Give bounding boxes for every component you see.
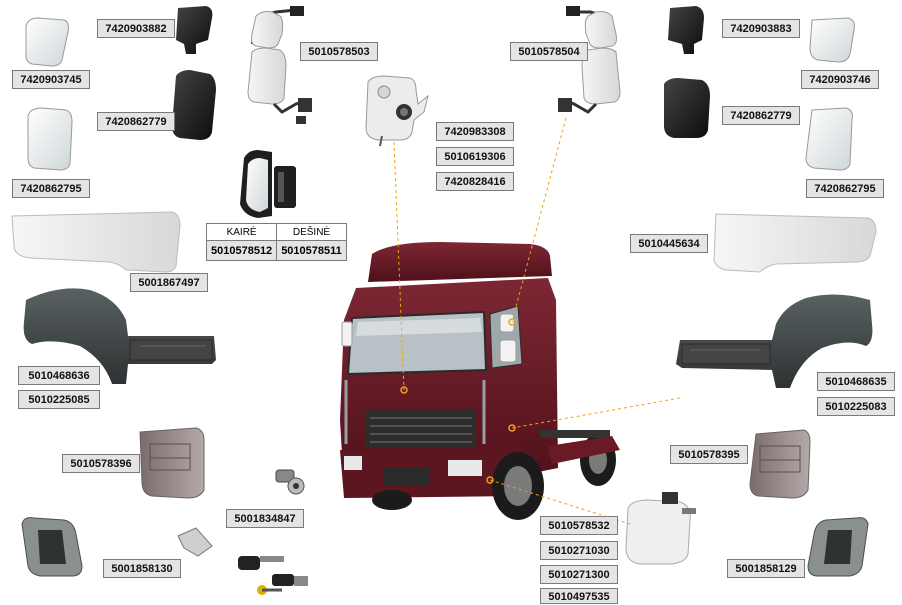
part-number-label: 5010445634 [630, 234, 708, 253]
part-number-label: 7420903746 [801, 70, 879, 89]
mirror-glass-icon [25, 17, 69, 67]
left-side-header: KAIRĖ [205, 223, 278, 241]
part-number-label: 5010578504 [510, 42, 588, 61]
part-number-label: 5010578395 [670, 445, 748, 464]
mirror-glass-icon [27, 107, 73, 171]
part-number-label: 5010578503 [300, 42, 378, 61]
part-number-label: 5001858129 [727, 559, 805, 578]
part-number-label: 5010271030 [540, 541, 618, 560]
part-number-label: 5001858130 [103, 559, 181, 578]
key-lock-set-icon [238, 556, 308, 595]
door-handle-icon [21, 517, 83, 577]
mirror-icon [176, 6, 213, 54]
step-fender-icon [676, 294, 873, 388]
part-number-label: 5010271300 [540, 565, 618, 584]
wide-angle-mirror-icon [240, 150, 296, 218]
part-number-label: 5010225083 [817, 397, 895, 416]
part-number-label: 7420862779 [722, 106, 800, 125]
left-right-part-table: KAIRĖ DEŠINĖ 5010578512 5010578511 [205, 223, 347, 261]
part-number-label: 5010619306 [436, 147, 514, 166]
washer-tank-icon [365, 75, 429, 147]
part-number-label: 7420828416 [436, 172, 514, 191]
part-number-label: 7420862779 [97, 112, 175, 131]
mirror-icon [172, 70, 216, 140]
mirror-glass-icon [809, 17, 855, 63]
part-number-label: 7420862795 [12, 179, 90, 198]
lock-cylinder-icon [275, 469, 305, 495]
truck-icon [340, 242, 620, 520]
mirror-icon [668, 6, 704, 54]
mirror-icon [664, 78, 710, 138]
part-number-label: 5010578396 [62, 454, 140, 473]
mirror-arm-icon [558, 6, 621, 114]
mirror-arm-icon [247, 6, 312, 124]
part-number-label: 7420862795 [806, 179, 884, 198]
mudguard-icon [749, 429, 811, 499]
part-number-label: 7420903745 [12, 70, 90, 89]
part-number-label: 5010225085 [18, 390, 100, 409]
mirror-glass-icon [805, 107, 853, 171]
right-side-header: DEŠINĖ [276, 223, 347, 241]
part-number-label: 5010497535 [540, 588, 618, 604]
part-number-label: 7420983308 [436, 122, 514, 141]
part-number-label: 5001867497 [130, 273, 208, 292]
part-number-label: 7420903883 [722, 19, 800, 38]
part-number-label: 5010468635 [817, 372, 895, 391]
part-number-label: 7420903882 [97, 19, 175, 38]
door-handle-icon [807, 517, 869, 577]
right-side-code: 5010578511 [276, 240, 347, 261]
hinge-bracket-icon [177, 527, 213, 557]
part-number-label: 5010578532 [540, 516, 618, 535]
part-number-label: 5010468636 [18, 366, 100, 385]
left-side-code: 5010578512 [205, 240, 278, 261]
step-fender-icon [23, 288, 216, 384]
sun-visor-icon [11, 211, 181, 273]
sun-visor-icon [713, 213, 877, 273]
part-number-label: 5001834847 [226, 509, 304, 528]
mudguard-icon [139, 427, 205, 499]
coolant-bottle-icon [625, 492, 696, 565]
